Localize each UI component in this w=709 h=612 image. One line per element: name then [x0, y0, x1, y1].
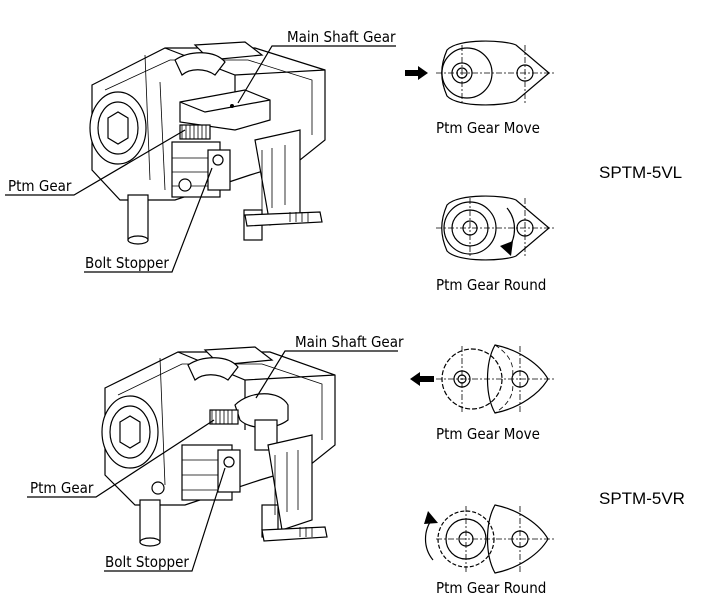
main-shaft-gear-label: Main Shaft Gear: [287, 28, 396, 46]
ptm-gear-label: Ptm Gear: [30, 479, 94, 497]
ptm-gear-round-schematic: [436, 195, 556, 261]
callout-ptm-gear-bottom: Ptm Gear: [27, 419, 215, 498]
step-ptm-gear-move-bottom: Ptm Gear Move: [410, 344, 556, 443]
step-ptm-gear-round-top: Ptm Gear Round: [436, 195, 556, 294]
callout-ptm-gear-top: Ptm Gear: [5, 129, 186, 196]
section-sptm-5vr: Main Shaft Gear Ptm Gear Bolt Stopper Pt…: [27, 333, 685, 597]
model-label: SPTM-5VR: [599, 489, 685, 508]
callout-bolt-stopper-bottom: Bolt Stopper: [104, 467, 226, 572]
mechanism-illustration-bottom: [101, 346, 336, 547]
step-ptm-gear-round-bottom: Ptm Gear Round: [424, 504, 556, 597]
model-label: SPTM-5VL: [599, 163, 682, 182]
main-shaft-gear-label: Main Shaft Gear: [295, 333, 404, 351]
ptm-gear-round-caption: Ptm Gear Round: [436, 579, 546, 597]
ptm-gear-move-schematic: [436, 344, 556, 414]
rotate-counterclockwise-arrow-icon: [424, 511, 438, 561]
ptm-gear-move-caption: Ptm Gear Move: [436, 425, 540, 443]
section-sptm-5vl: Main Shaft Gear Ptm Gear Bolt Stopper Pt…: [5, 28, 682, 294]
mechanism-illustration-top: [89, 41, 326, 245]
ptm-gear-round-schematic: [436, 504, 556, 574]
move-left-arrow-icon: [410, 372, 434, 386]
rotate-clockwise-arrow-icon: [500, 207, 516, 256]
callout-bolt-stopper-top: Bolt Stopper: [84, 167, 213, 273]
bolt-stopper-label: Bolt Stopper: [105, 553, 189, 571]
callout-main-shaft-gear-bottom: Main Shaft Gear: [255, 333, 404, 399]
callout-main-shaft-gear-top: Main Shaft Gear: [237, 28, 396, 104]
ptm-gear-move-caption: Ptm Gear Move: [436, 119, 540, 137]
ptm-gear-round-caption: Ptm Gear Round: [436, 276, 546, 294]
ptm-gear-label: Ptm Gear: [8, 177, 72, 195]
bolt-stopper-label: Bolt Stopper: [85, 254, 169, 272]
move-right-arrow-icon: [405, 66, 428, 80]
ptm-gear-move-schematic: [436, 40, 556, 106]
step-ptm-gear-move-top: Ptm Gear Move: [405, 40, 556, 137]
